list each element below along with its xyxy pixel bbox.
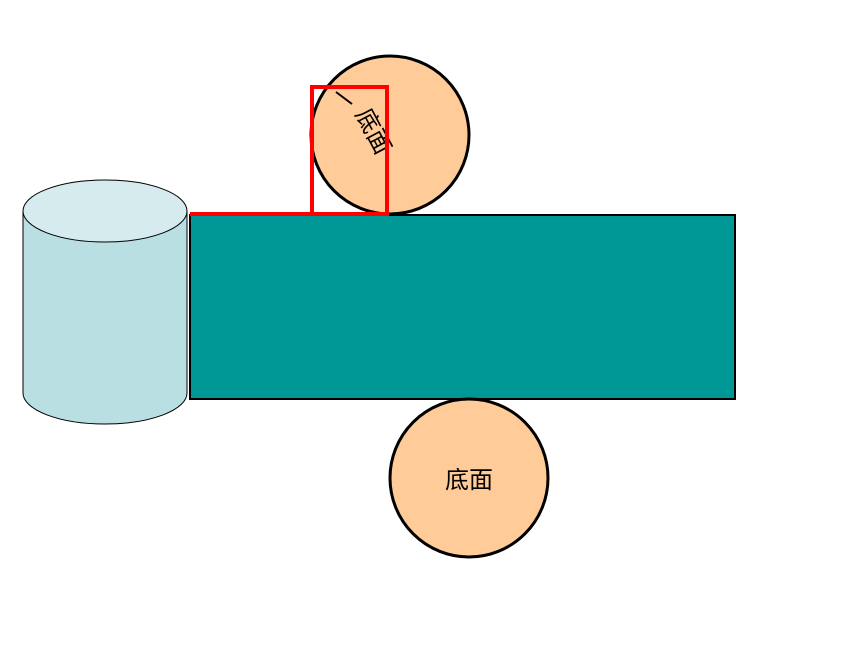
cylinder-3d [22,179,188,425]
bottom-base-circle [388,397,550,559]
bottom-base-label: 底面 [445,466,493,494]
lateral-surface-rectangle [189,214,736,400]
cylinder-body [22,210,188,425]
cylinder-top-ellipse [22,179,188,243]
red-highlight [190,85,389,216]
top-base-tick [335,91,353,105]
highlight-square [310,85,389,216]
